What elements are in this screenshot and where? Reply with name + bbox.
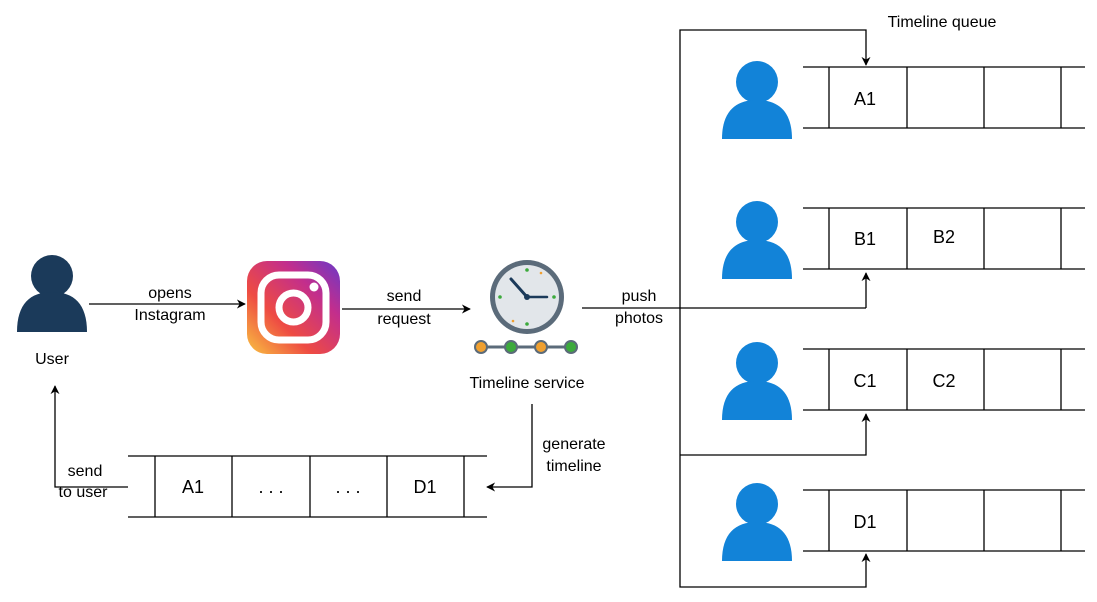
edge-label-send: send (387, 288, 422, 305)
edge-label-request: request (377, 311, 431, 328)
edge-queue-c (680, 413, 871, 456)
edge-send-to-user (50, 385, 128, 488)
edge-label-generate: generate (542, 436, 605, 453)
follower-queue: C1 C2 (803, 348, 1085, 411)
edge-label-timeline: timeline (546, 458, 601, 475)
edge-generate-timeline (486, 404, 533, 492)
follower-icon (722, 201, 792, 279)
instagram-icon (247, 261, 340, 354)
edge-label-photos: photos (615, 310, 663, 327)
follower-row-d: D1 (722, 483, 1085, 561)
follower-icon (722, 483, 792, 561)
edge-label-send-2: send (68, 463, 103, 480)
edge-label-push: push (622, 288, 657, 305)
output-cell-1: A1 (182, 477, 204, 497)
user-icon (17, 255, 87, 332)
edge-queue-a (679, 29, 871, 455)
follower-queue: A1 (803, 66, 1085, 129)
output-cell-4: D1 (413, 477, 436, 497)
output-cell-3: . . . (335, 477, 360, 497)
edge-label-to-user: to user (59, 484, 109, 501)
follower-icon (722, 61, 792, 139)
edge-queue-d (679, 455, 871, 588)
clock-icon (474, 260, 578, 354)
follower-row-b: B1 B2 (722, 201, 1085, 279)
queue-cell: B2 (933, 227, 955, 247)
queue-cell: A1 (854, 89, 876, 109)
queue-cell: C1 (853, 371, 876, 391)
edge-label-instagram: Instagram (134, 307, 205, 324)
queue-cell: D1 (853, 512, 876, 532)
follower-row-c: C1 C2 (722, 342, 1085, 420)
user-label: User (35, 351, 69, 368)
timeline-service-label: Timeline service (470, 375, 585, 392)
follower-row-a: A1 (722, 61, 1085, 139)
edge-label-opens: opens (148, 285, 192, 302)
follower-icon (722, 342, 792, 420)
follower-queue: D1 (803, 489, 1085, 552)
output-queue: A1 . . . . . . D1 (128, 455, 487, 518)
timeline-queue-label: Timeline queue (888, 14, 997, 31)
queue-cell: C2 (932, 371, 955, 391)
follower-queue: B1 B2 (803, 207, 1085, 270)
output-cell-2: . . . (258, 477, 283, 497)
queue-cell: B1 (854, 229, 876, 249)
